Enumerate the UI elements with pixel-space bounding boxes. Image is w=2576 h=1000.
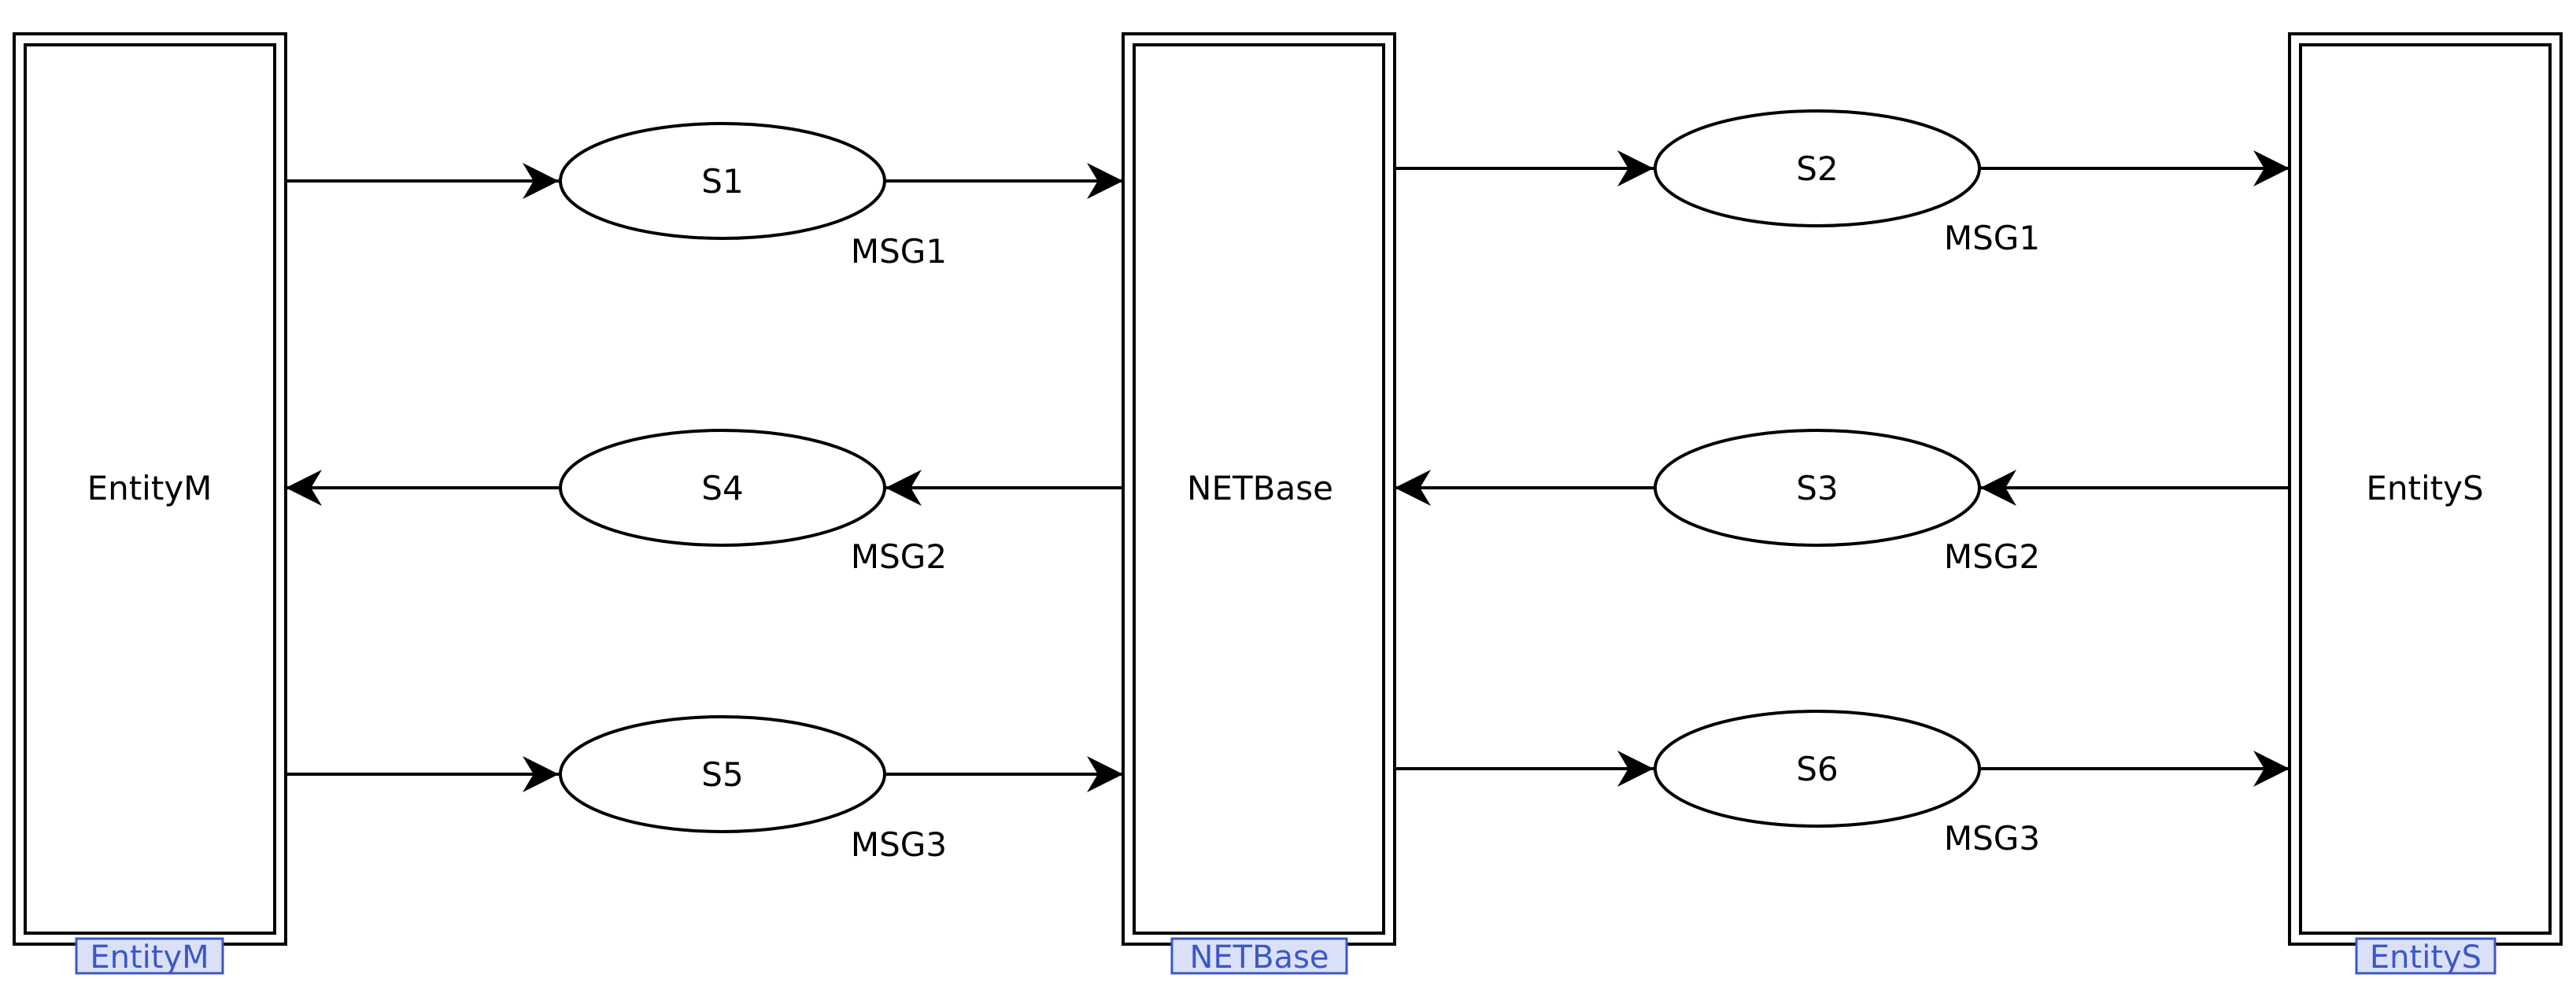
state-node-s2[interactable]: S2 (1654, 109, 1981, 227)
message-label-s5: MSG3 (851, 825, 947, 864)
state-label-s1: S1 (701, 162, 743, 201)
entity-tag-label-netbase: NETBase (1189, 939, 1329, 976)
message-label-s4: MSG2 (851, 537, 947, 576)
state-label-s3: S3 (1796, 469, 1838, 507)
message-label-s3: MSG2 (1944, 537, 2040, 576)
state-label-s2: S2 (1796, 149, 1838, 188)
entity-box-entity-m[interactable]: EntityM (13, 32, 287, 946)
state-node-s5[interactable]: S5 (559, 715, 886, 833)
entity-tag-label-entity-s: EntityS (2370, 939, 2482, 976)
state-node-s1[interactable]: S1 (559, 122, 886, 240)
entity-tag-entity-s[interactable]: EntityS (2355, 937, 2497, 976)
message-label-s1: MSG1 (851, 232, 947, 271)
entity-label-entity-m: EntityM (87, 469, 213, 507)
entity-tag-label-entity-m: EntityM (90, 939, 209, 976)
entity-label-entity-s: EntityS (2366, 469, 2483, 507)
entity-tag-netbase[interactable]: NETBase (1170, 937, 1348, 976)
entity-box-entity-s[interactable]: EntityS (2288, 32, 2563, 946)
entity-label-netbase: NETBase (1187, 469, 1333, 507)
state-node-s4[interactable]: S4 (559, 429, 886, 547)
message-label-s6: MSG3 (1944, 819, 2040, 858)
entity-box-netbase[interactable]: NETBase (1122, 32, 1396, 946)
state-label-s6: S6 (1796, 750, 1838, 788)
message-label-s2: MSG1 (1944, 219, 2040, 257)
state-node-s3[interactable]: S3 (1654, 429, 1981, 547)
entity-tag-entity-m[interactable]: EntityM (75, 937, 224, 976)
state-node-s6[interactable]: S6 (1654, 710, 1981, 828)
state-label-s5: S5 (701, 755, 743, 794)
state-label-s4: S4 (701, 469, 743, 507)
